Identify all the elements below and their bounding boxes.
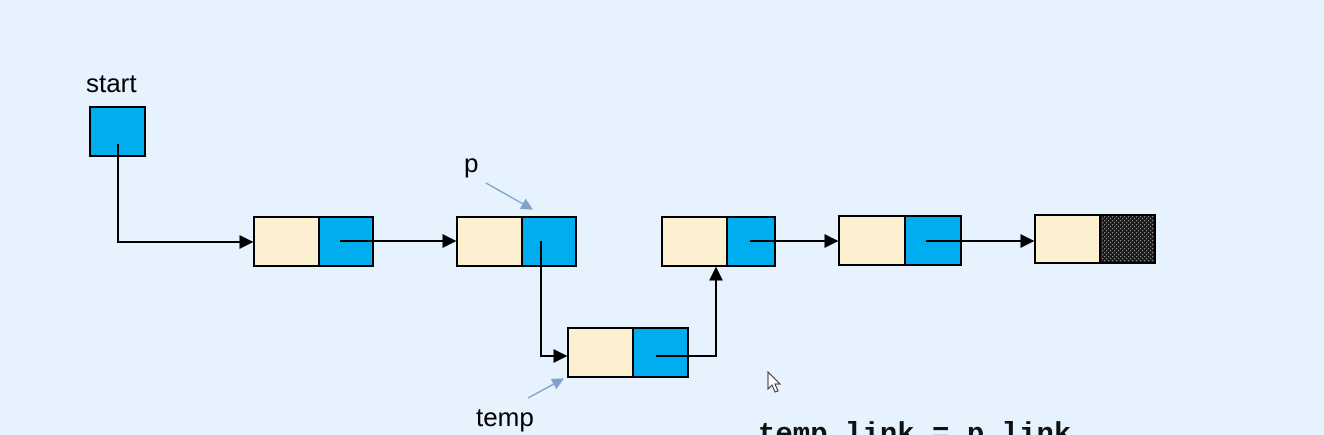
node-5-null-link-field xyxy=(1099,214,1156,264)
mouse-pointer-icon xyxy=(767,370,782,393)
node-2-link-field xyxy=(521,216,577,267)
node-3-data-field xyxy=(661,216,728,267)
p-pointer-arrow xyxy=(485,182,534,210)
p-label: p xyxy=(464,148,478,178)
node-3 xyxy=(661,216,776,267)
node-2-to-temp-arrow xyxy=(540,241,568,363)
temp-node-data-field xyxy=(567,327,634,378)
temp-node-link-field xyxy=(632,327,689,378)
node-2 xyxy=(456,216,577,267)
node-1-data-field xyxy=(253,216,320,267)
node-5 xyxy=(1034,214,1156,264)
node-5-data-field xyxy=(1034,214,1101,264)
temp-label: temp xyxy=(476,402,534,432)
node-4-data-field xyxy=(838,215,906,266)
start-to-node-1-arrow xyxy=(117,144,254,249)
temp-to-node-3-arrow xyxy=(656,266,723,357)
temp-pointer-arrow xyxy=(527,378,565,399)
temp-node xyxy=(567,327,689,378)
start-label: start xyxy=(86,68,137,98)
node-4 xyxy=(838,215,962,266)
node-2-data-field xyxy=(456,216,523,267)
code-statement: temp.link = p.link xyxy=(758,418,1071,435)
